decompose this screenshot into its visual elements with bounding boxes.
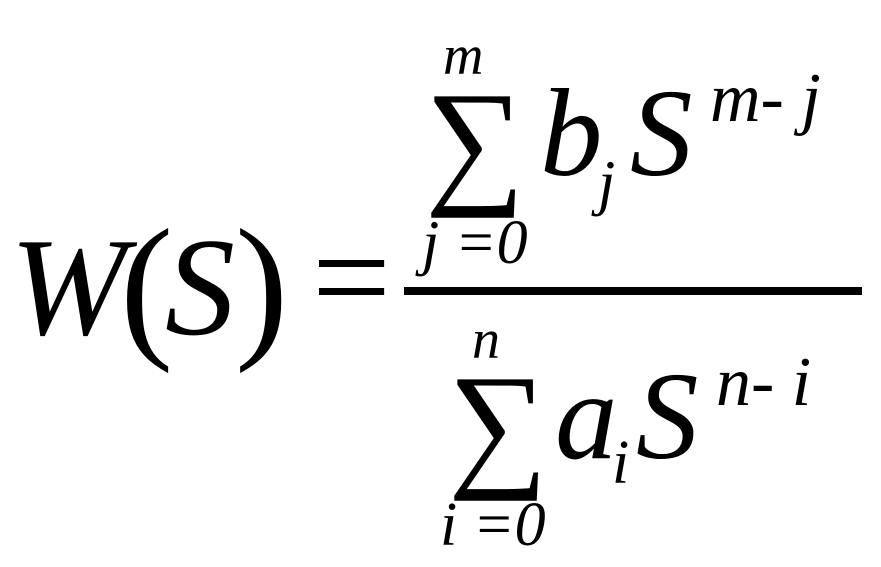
denominator-sum-upper-limit: n — [472, 309, 500, 371]
numerator-coefficient: b — [540, 65, 603, 203]
numerator-sum-symbol: ∑ — [425, 64, 525, 219]
function-name: W — [10, 210, 127, 365]
function-argument: S — [165, 210, 235, 365]
denominator-coefficient-subscript: i — [612, 429, 630, 497]
denominator-base: S — [636, 348, 699, 486]
numerator-sum-upper-limit: m — [443, 25, 484, 87]
close-paren: ) — [235, 196, 289, 374]
denominator-sum-symbol: ∑ — [448, 347, 548, 502]
numerator-coefficient-subscript: j — [598, 149, 616, 217]
numerator-base: S — [630, 65, 693, 203]
open-paren: ( — [120, 196, 174, 374]
denominator-sum-lower-limit: i =0 — [440, 491, 546, 559]
denominator-exponent: n- i — [716, 344, 812, 421]
numerator-exponent: m- j — [710, 60, 821, 137]
equals-sign: = — [312, 200, 391, 355]
fraction-bar — [404, 287, 862, 295]
numerator-sum-lower-limit: j =0 — [422, 209, 528, 277]
denominator-coefficient: a — [555, 348, 618, 486]
